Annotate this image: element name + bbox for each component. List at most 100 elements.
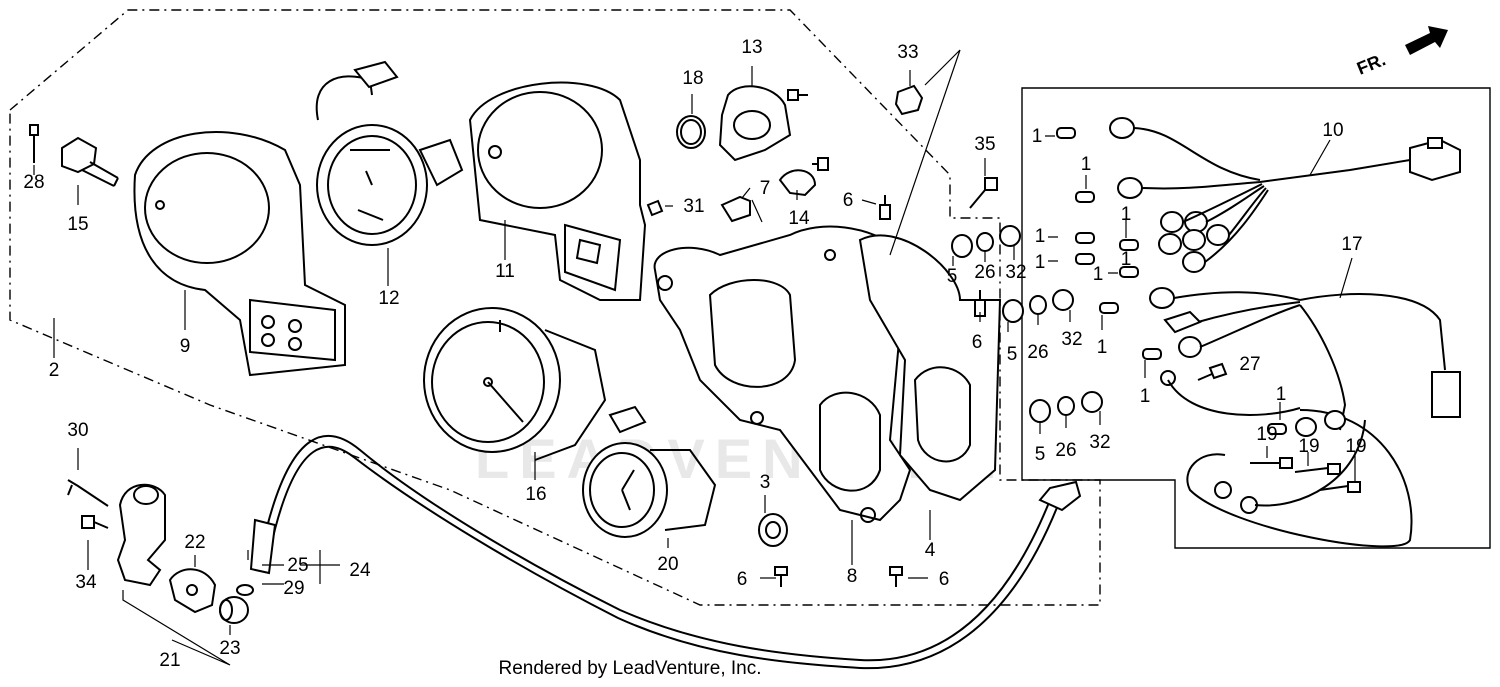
callout-15: 15 [67,214,88,235]
callout-26: 26 [1055,440,1076,461]
speedometer-cable-icon [249,434,1082,670]
screw-28-icon [29,124,39,163]
callout-24: 24 [349,560,371,581]
callout-6: 6 [737,569,748,590]
callout-1: 1 [1097,337,1108,358]
socket-set-middle-icon [1002,289,1074,323]
socket-set-upper-icon [951,225,1021,258]
callout-35: 35 [974,134,995,155]
bolt-34-icon [81,515,109,529]
screw-31-icon [646,199,664,217]
callout-1: 1 [1035,226,1046,247]
callout-1: 1 [1140,386,1151,407]
callout-6: 6 [843,190,854,211]
drive-gear-15-icon [61,136,119,187]
callout-28: 28 [23,172,44,193]
callout-7: 7 [760,178,771,199]
screws-19-icon [1250,457,1361,493]
indicator-gauge-20-icon [582,442,717,538]
callout-10: 10 [1322,120,1343,141]
socket-set-lower-icon [1029,391,1103,423]
callout-11: 11 [495,261,515,282]
callout-26: 26 [1027,342,1048,363]
bolt-30-icon [67,479,109,507]
meter-bracket-4-icon [858,234,1002,502]
callout-1: 1 [1081,154,1092,175]
credit-text: Rendered by LeadVenture, Inc. [498,658,761,679]
callout-9: 9 [180,336,191,357]
leader-lines [33,49,1356,666]
screw-35-icon [969,177,998,209]
callout-6: 6 [972,332,983,353]
callout-5: 5 [947,266,958,287]
callout-19: 19 [1256,424,1277,445]
grommet-33-icon [894,84,924,116]
callout-5: 5 [1035,444,1046,465]
ring-18-icon [676,115,706,149]
callout-25: 25 [287,555,308,576]
callout-19: 19 [1345,436,1366,457]
grommet-7-icon [720,195,751,223]
screw-6-mid-icon [974,290,986,317]
tachometer-16-icon [423,307,647,461]
callout-32: 32 [1061,329,1082,350]
callout-33: 33 [897,42,918,63]
screw-6-top-icon [879,195,891,220]
front-direction-label: FR. [1354,49,1388,78]
callout-12: 12 [378,288,399,309]
gear-box-13-icon [718,85,792,162]
clamp-14-icon [778,169,817,197]
callout-32: 32 [1089,432,1110,453]
callout-8: 8 [847,566,858,587]
callout-18: 18 [682,68,703,89]
callout-21: 21 [159,650,180,671]
callout-1: 1 [1121,204,1132,225]
screw-6-left-icon [774,566,788,587]
harness-group-boundary [1021,87,1491,549]
gear-box-21-icon [116,483,166,587]
callout-20: 20 [657,554,678,575]
callout-27: 27 [1239,354,1260,375]
screw-6-right-icon [889,566,903,587]
callout-13: 13 [741,37,762,58]
callout-1: 1 [1035,252,1046,273]
bushing-23-icon [219,596,249,624]
callout-16: 16 [525,484,546,505]
callout-1: 1 [1121,249,1132,270]
main-group-boundary [9,9,1101,606]
callout-34: 34 [75,572,97,593]
callout-31: 31 [683,196,704,217]
screw-27-icon [1197,362,1228,381]
callout-6: 6 [939,569,950,590]
meter-case-9-icon [133,131,346,377]
callout-1: 1 [1093,264,1104,285]
callout-30: 30 [67,420,88,441]
wire-harness-17-icon [1149,287,1461,548]
meter-case-11-icon [468,81,647,301]
callout-14: 14 [788,208,810,229]
gasket-plate-8-icon [653,225,927,523]
callout-22: 22 [184,532,205,553]
callout-19: 19 [1298,436,1319,457]
front-direction-arrow-icon: FR. [1354,26,1448,79]
wire-harness-10-icon [1109,117,1461,273]
screw-13-side-icon [787,89,829,171]
callout-3: 3 [760,472,771,493]
callout-29: 29 [283,578,304,599]
washer-29-icon [236,584,254,596]
callout-2: 2 [49,360,60,381]
callout-17: 17 [1341,234,1362,255]
callout-23: 23 [219,638,240,659]
grommet-3-icon [758,513,788,547]
callout-4: 4 [925,540,936,561]
plate-22-icon [168,568,217,614]
callout-5: 5 [1007,344,1018,365]
callout-32: 32 [1005,262,1026,283]
callout-26: 26 [974,262,995,283]
callout-1: 1 [1276,384,1287,405]
bulbs-icon [1056,127,1287,435]
meter-face-12-icon [315,60,464,246]
callout-1: 1 [1032,126,1043,147]
